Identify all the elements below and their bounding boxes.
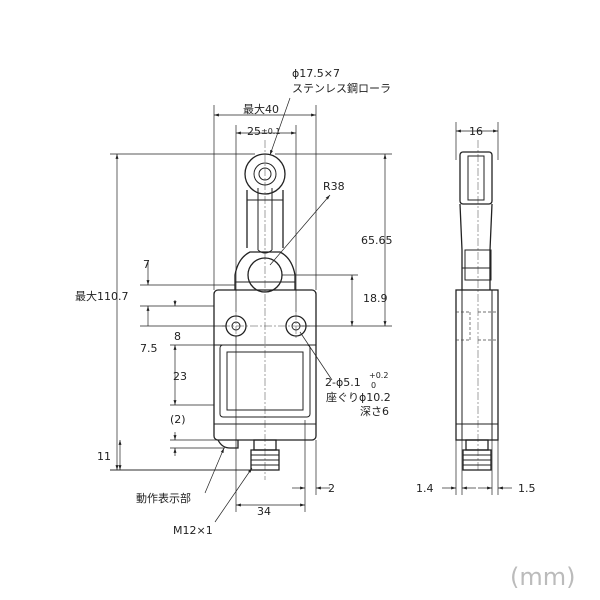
hole-tol-plus: +0.2 xyxy=(369,371,388,380)
dim-23-label: 23 xyxy=(173,370,187,383)
front-view xyxy=(110,97,392,523)
dim-2-paren-label: (2) xyxy=(170,413,186,426)
roller-material-label: ステンレス鋼ローラ xyxy=(292,81,391,95)
connector-label: M12×1 xyxy=(173,524,213,537)
unit-label: (mm) xyxy=(510,563,575,591)
dim-11-label: 11 xyxy=(97,450,111,463)
hole-spec-label: 2-ϕ5.1 xyxy=(325,376,361,389)
dim-1-4-label: 1.4 xyxy=(416,482,434,495)
radius-label: R38 xyxy=(323,180,345,193)
dim-18-9-label: 18.9 xyxy=(363,292,388,305)
hole-tol-minus: 0 xyxy=(371,381,376,390)
dim-34-label: 34 xyxy=(257,505,271,518)
dim-1-5-label: 1.5 xyxy=(518,482,536,495)
counterbore-label: 座ぐりϕ10.2 xyxy=(326,390,391,404)
dim-2-right-label: 2 xyxy=(328,482,335,495)
roller-pitch-label: 25 xyxy=(247,125,261,138)
max-height-label: 最大110.7 xyxy=(75,289,129,303)
roller xyxy=(244,153,286,195)
roller-size-label: ϕ17.5×7 xyxy=(292,67,340,80)
indicator-label: 動作表示部 xyxy=(136,491,191,505)
connector xyxy=(217,439,280,471)
side-view xyxy=(442,122,512,495)
max-width-label: 最大40 xyxy=(243,102,279,116)
dim-8-label: 8 xyxy=(174,330,181,343)
height-roller-label: 65.65 xyxy=(361,234,393,247)
dim-7-5-label: 7.5 xyxy=(140,342,158,355)
lever-arm xyxy=(246,188,284,254)
depth-label: 深さ6 xyxy=(360,405,389,418)
dim-7-label: 7 xyxy=(143,258,150,271)
roller-pitch-tolerance: ±0.1 xyxy=(261,127,280,136)
side-width-label: 16 xyxy=(469,125,483,138)
